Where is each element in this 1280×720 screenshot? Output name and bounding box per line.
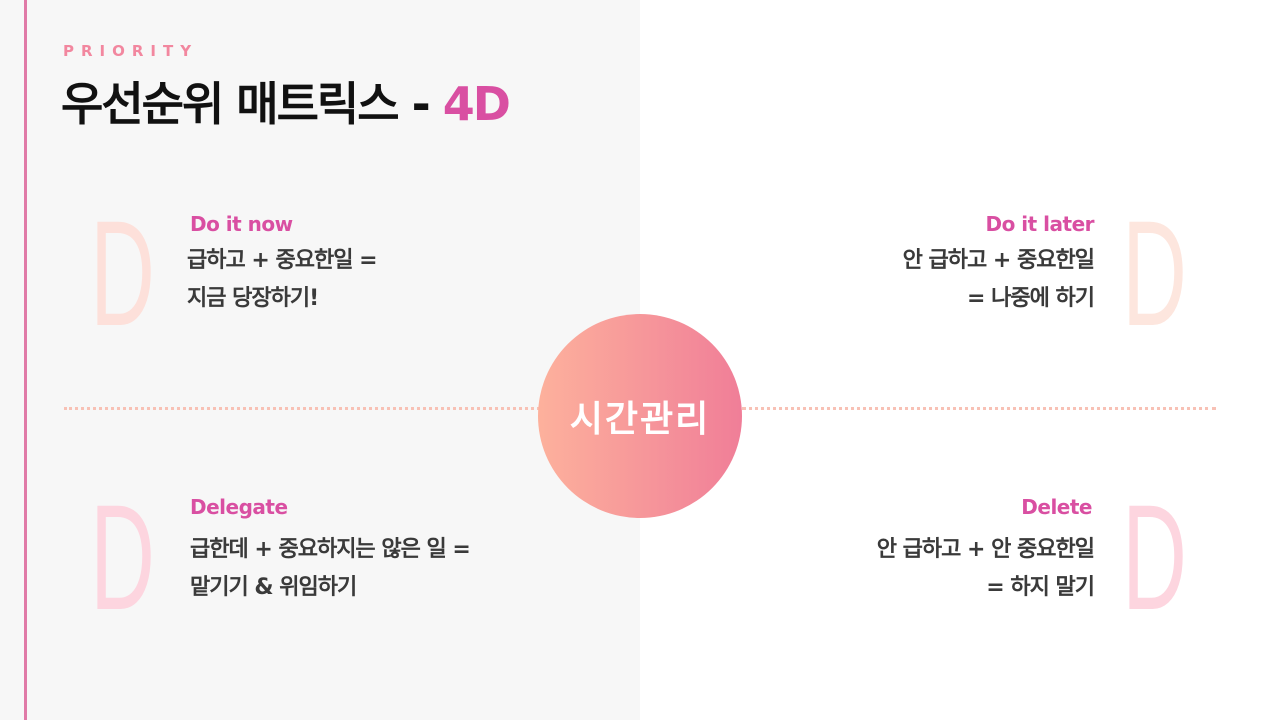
center-circle: 시간관리 — [538, 314, 742, 518]
quadrant-heading-delegate: Delegate — [190, 495, 288, 519]
quadrant-line: 지금 당장하기! — [187, 286, 319, 311]
quadrant-heading-delete: Delete — [1021, 495, 1092, 519]
eyebrow-label: PRIORITY — [63, 42, 199, 60]
title-main: 우선순위 매트릭스 - — [61, 77, 443, 131]
title-accent: 4D — [442, 77, 511, 131]
quadrant-line: 안 급하고 + 중요한일 — [902, 248, 1095, 273]
quadrant-text-do-now: 급하고 + 중요한일 = 지금 당장하기! — [187, 242, 378, 318]
divider-right — [742, 407, 1216, 410]
accent-bar — [24, 0, 27, 720]
quadrant-text-delegate: 급한데 + 중요하지는 않은 일 = 맡기기 & 위임하기 — [190, 531, 471, 607]
quadrant-line: 맡기기 & 위임하기 — [190, 575, 357, 600]
quadrant-letter-delegate: D — [90, 473, 155, 641]
page-title: 우선순위 매트릭스 - 4D — [61, 76, 511, 132]
divider-left — [64, 407, 540, 410]
quadrant-text-delete: 안 급하고 + 안 중요한일 = 하지 말기 — [876, 531, 1095, 607]
quadrant-letter-do-now: D — [90, 189, 155, 357]
quadrant-heading-do-now: Do it now — [190, 212, 293, 236]
left-panel-background — [0, 0, 640, 720]
quadrant-line: 급하고 + 중요한일 = — [187, 248, 378, 273]
quadrant-line: = 나중에 하기 — [967, 286, 1095, 311]
quadrant-letter-delete: D — [1122, 473, 1187, 641]
quadrant-line: = 하지 말기 — [986, 575, 1095, 600]
quadrant-line: 급한데 + 중요하지는 않은 일 = — [190, 537, 471, 562]
quadrant-letter-do-later: D — [1122, 189, 1187, 357]
quadrant-heading-do-later: Do it later — [985, 212, 1094, 236]
quadrant-text-do-later: 안 급하고 + 중요한일 = 나중에 하기 — [902, 242, 1095, 318]
center-label: 시간관리 — [569, 399, 711, 440]
quadrant-line: 안 급하고 + 안 중요한일 — [876, 537, 1095, 562]
